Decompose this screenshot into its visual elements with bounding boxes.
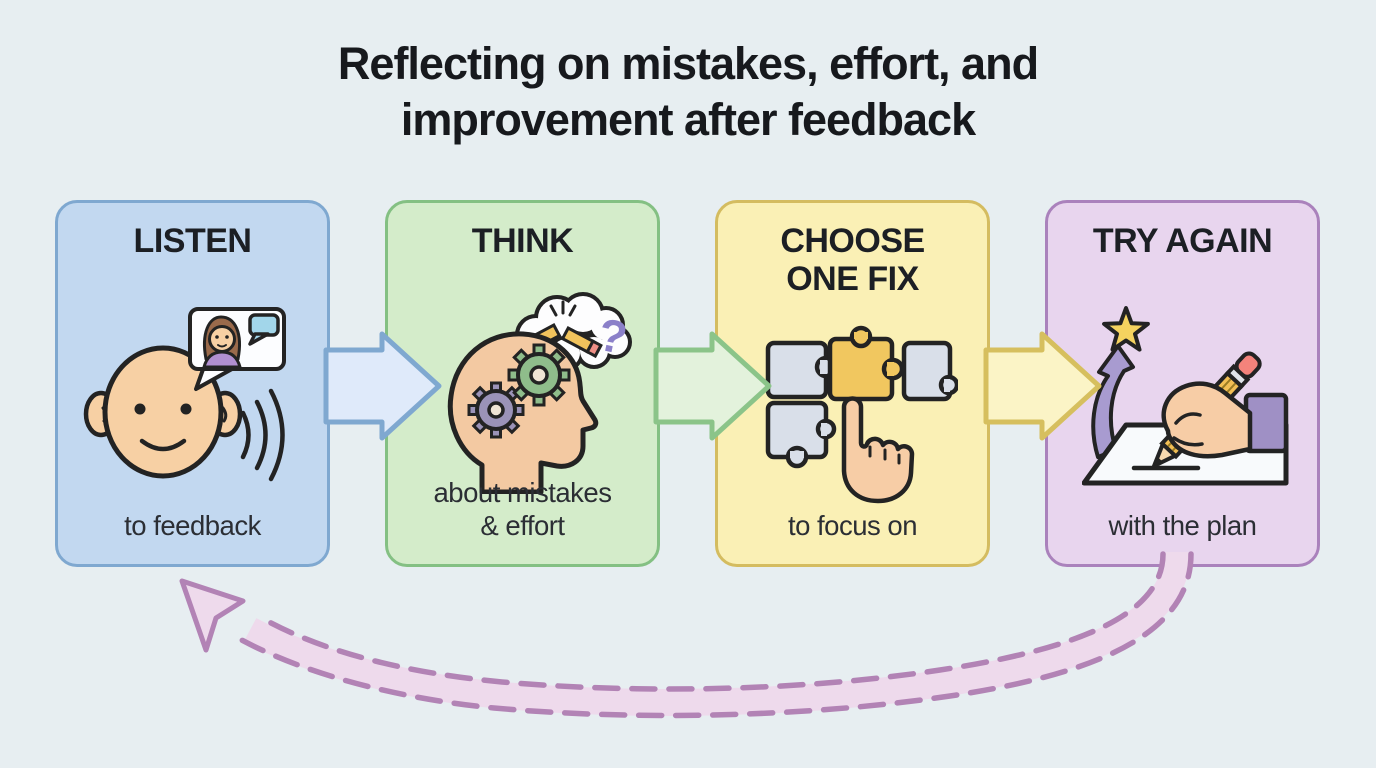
writing-hand-icon xyxy=(1161,381,1253,459)
step-label: LISTEN xyxy=(133,222,252,260)
step-label: CHOOSE ONE FIX xyxy=(780,222,925,299)
choose-icon xyxy=(765,325,958,504)
step-sublabel: to feedback xyxy=(124,510,261,541)
flow-arrow-listen-to-think xyxy=(323,331,442,441)
title-line-1: Reflecting on mistakes, effort, and xyxy=(337,38,1039,89)
gear-icon xyxy=(507,343,571,407)
flow-arrow-choose-to-try-again xyxy=(983,331,1102,441)
head-profile-icon xyxy=(447,331,599,494)
step-box-think: THINK xyxy=(385,200,660,567)
bald-head-icon xyxy=(83,345,243,479)
flow-arrow-think-to-choose xyxy=(653,331,772,441)
try-again-icon xyxy=(1082,306,1289,486)
step-sublabel: about mistakes & effort xyxy=(433,477,612,541)
up-arrow-icon xyxy=(1091,344,1135,459)
gear-icon xyxy=(467,381,525,439)
step-label: TRY AGAIN xyxy=(1092,222,1273,260)
star-icon xyxy=(1102,306,1150,352)
title-line-2: improvement after feedback xyxy=(400,93,976,145)
listening-head-icon xyxy=(83,307,286,482)
think-icon: ? xyxy=(447,292,632,494)
page-title: Reflecting on mistakes, effort, and impr… xyxy=(0,36,1376,148)
loop-dash-bottom xyxy=(235,551,1194,719)
puzzle-icon xyxy=(765,325,958,469)
step-label: THINK xyxy=(471,222,574,260)
pointing-hand-icon xyxy=(841,396,915,504)
loop-arrowhead-icon xyxy=(179,578,246,653)
step-sublabel: with the plan xyxy=(1108,510,1257,541)
loop-band xyxy=(243,551,1191,716)
step-sublabel: to focus on xyxy=(787,510,918,541)
sound-waves-icon xyxy=(240,388,285,482)
step-box-listen: LISTEN xyxy=(55,200,330,567)
loop-dash-top xyxy=(257,551,1166,692)
feedback-speech-bubble-icon xyxy=(188,307,286,391)
